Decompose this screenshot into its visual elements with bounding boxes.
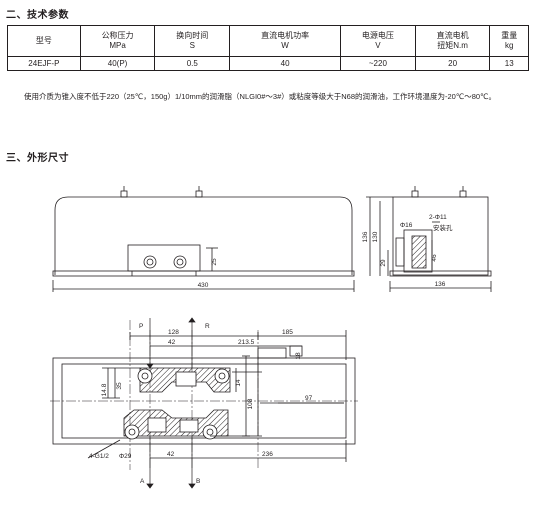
dim-side-port-dia: Φ16: [400, 222, 413, 229]
dim-thread-dia: Φ29: [119, 453, 132, 460]
front-view: [52, 186, 355, 292]
dim-128: 128: [168, 329, 179, 336]
dim-side-port-height: 46: [431, 254, 438, 262]
dim-97: 97: [305, 395, 313, 402]
dim-18: 18: [295, 352, 302, 360]
dim-side-height-inner: 130: [372, 231, 379, 242]
dim-side-width: 136: [435, 281, 446, 288]
section-title-dimensions: 三、外形尺寸: [6, 153, 69, 164]
section-title-tech-params: 二、技术参数: [6, 10, 69, 21]
dim-42-bottom: 42: [167, 451, 175, 458]
dim-side-offset: 29: [380, 259, 387, 267]
dim-236: 236: [262, 451, 273, 458]
mount-holes-label: 安装孔: [433, 223, 453, 232]
dim-185: 185: [282, 329, 293, 336]
dim-14: 14: [235, 379, 242, 387]
port-p-label: P: [139, 323, 143, 330]
dim-35: 35: [116, 382, 123, 390]
port-arrows: [146, 317, 196, 489]
spec-table-row: 24EJF-P 40(P) 0.5 40 ~220 20 13: [7, 56, 529, 71]
port-b-label: B: [196, 478, 200, 485]
spec-header-cell: 直流电机扭矩N.m: [414, 25, 491, 57]
spec-cell-weight: 13: [489, 56, 529, 71]
spec-cell-torque: 20: [414, 56, 491, 71]
dim-42-top: 42: [168, 339, 176, 346]
dim-front-height: 25: [211, 258, 218, 266]
port-r-label: R: [205, 323, 210, 330]
dim-thread: 4-G1/2: [89, 453, 109, 460]
dim-108: 108: [247, 398, 254, 409]
dim-14-8: 14.8: [101, 383, 108, 396]
usage-note: 使用介质为锥入度不低于220（25℃，150g）1/10mm的润滑脂（NLGI0…: [24, 92, 497, 101]
spec-cell-voltage: ~220: [340, 56, 416, 71]
spec-cell-motor-power: 40: [229, 56, 342, 71]
dim-front-width: 430: [198, 282, 209, 289]
section-view: [50, 320, 358, 470]
dim-213: 213.5: [238, 339, 255, 346]
dim-mount-holes: 2-Φ11: [429, 214, 447, 221]
spec-cell-model: 24EJF-P: [7, 56, 81, 71]
dim-side-height-outer: 136: [362, 231, 369, 242]
side-view: [366, 186, 492, 292]
port-a-label: A: [140, 478, 145, 485]
